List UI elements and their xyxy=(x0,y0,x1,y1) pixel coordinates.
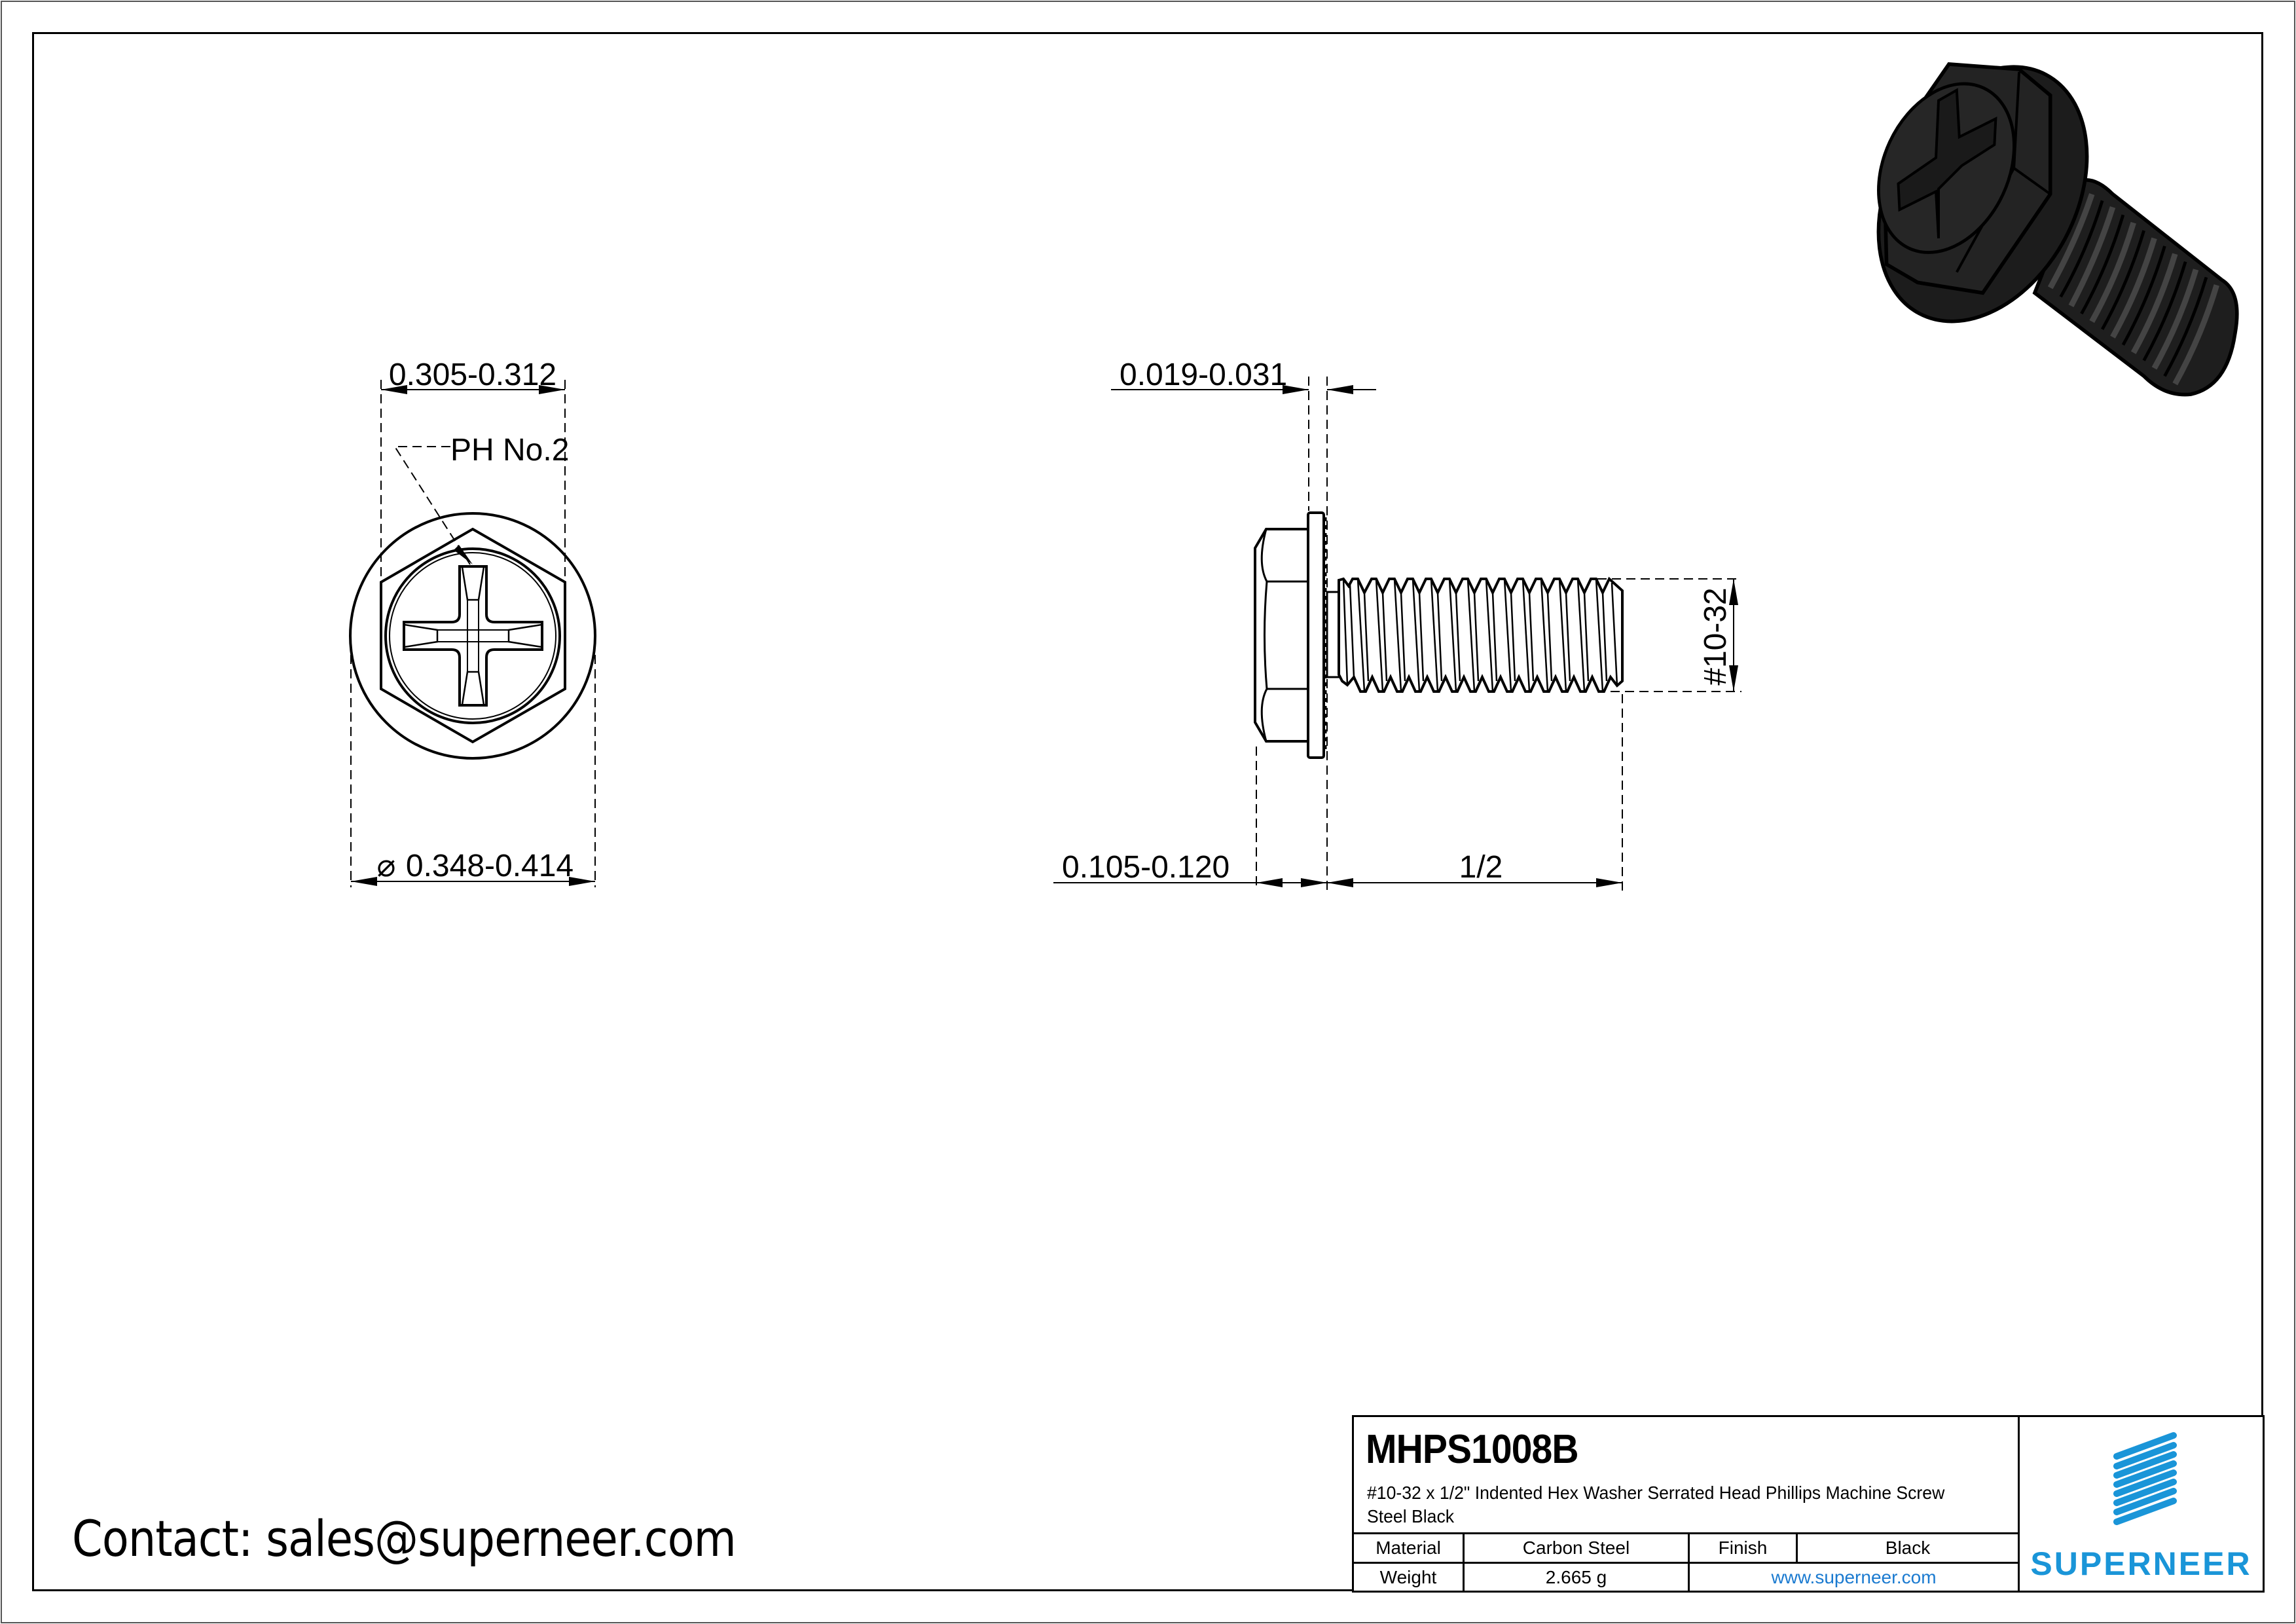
superneer-logo: SUPERNEER xyxy=(2020,1417,2263,1591)
dim-washer-diameter: 0.348-0.414 xyxy=(406,849,574,883)
front-view xyxy=(349,380,596,887)
part-number: MHPS1008B xyxy=(1366,1427,1579,1472)
website-link[interactable]: www.superneer.com xyxy=(1688,1564,2018,1591)
dim-thread-size: #10-32 xyxy=(1698,587,1733,685)
material-finish-row: Material Carbon Steel Finish Black xyxy=(1354,1534,2020,1564)
material-value: Carbon Steel xyxy=(1463,1534,1688,1562)
title-block-header: MHPS1008B #10-32 x 1/2" Indented Hex Was… xyxy=(1354,1417,2020,1534)
finish-value: Black xyxy=(1796,1534,2018,1562)
logo-stripes-icon xyxy=(2113,1432,2177,1525)
title-block: MHPS1008B #10-32 x 1/2" Indented Hex Was… xyxy=(1352,1415,2265,1593)
dim-washer-thickness: 0.019-0.031 xyxy=(1120,358,1287,392)
side-view xyxy=(1053,377,1741,891)
diameter-symbol: ⌀ xyxy=(377,849,396,883)
phillips-size-callout: PH No.2 xyxy=(450,433,569,468)
dim-head-width: 0.305-0.312 xyxy=(389,358,556,392)
contact-email: Contact: sales@superneer.com xyxy=(72,1509,737,1568)
logo-wordmark: SUPERNEER xyxy=(2030,1545,2252,1582)
dim-head-height: 0.105-0.120 xyxy=(1062,850,1230,885)
weight-website-row: Weight 2.665 g www.superneer.com xyxy=(1354,1564,2020,1591)
part-description: #10-32 x 1/2" Indented Hex Washer Serrat… xyxy=(1367,1483,1945,1526)
screw-3d-render xyxy=(1876,62,2239,397)
weight-value: 2.665 g xyxy=(1463,1564,1688,1591)
weight-label: Weight xyxy=(1379,1566,1437,1587)
dim-length: 1/2 xyxy=(1459,850,1503,885)
material-label: Material xyxy=(1376,1538,1441,1558)
finish-label: Finish xyxy=(1688,1534,1796,1562)
drawing-frame xyxy=(32,32,2263,1591)
